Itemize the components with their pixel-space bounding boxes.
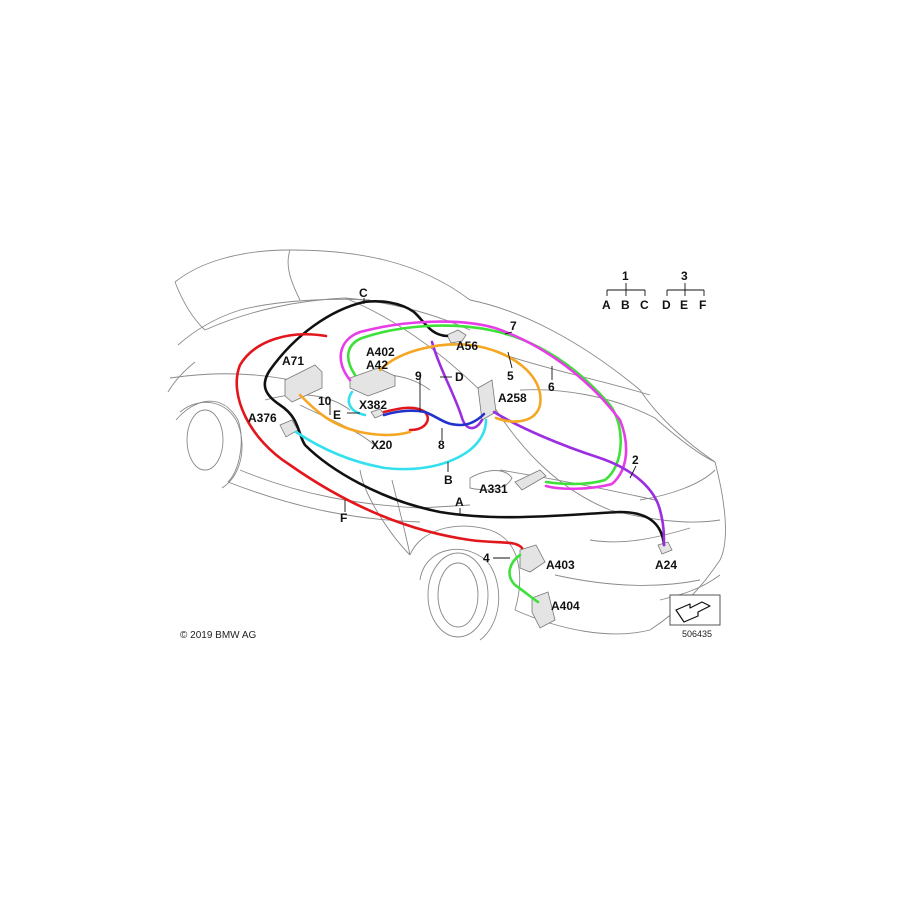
legend-child-d: D xyxy=(662,298,671,312)
wire-cyan xyxy=(294,418,488,471)
direction-arrow-icon xyxy=(675,601,711,623)
label-7: 7 xyxy=(510,319,517,333)
label-6: 6 xyxy=(548,380,555,394)
label-b: B xyxy=(444,473,453,487)
label-e: E xyxy=(333,408,341,422)
label-a258: A258 xyxy=(498,391,527,405)
wire-cyan-e xyxy=(347,390,367,417)
legend-child-a: A xyxy=(602,298,611,312)
wire-purple xyxy=(430,340,484,430)
label-a: A xyxy=(455,495,464,509)
component-a258 xyxy=(477,379,497,421)
wire-purple-2 xyxy=(492,410,666,547)
component-a403 xyxy=(519,544,546,573)
legend-child-f: F xyxy=(699,298,706,312)
label-x382: X382 xyxy=(359,398,387,412)
label-9: 9 xyxy=(415,369,422,383)
component-a42 xyxy=(349,367,396,397)
components xyxy=(279,329,673,629)
label-x20: X20 xyxy=(371,438,393,452)
component-a331 xyxy=(514,469,547,491)
label-a71: A71 xyxy=(282,354,304,368)
wire-black xyxy=(263,300,666,547)
label-a376: A376 xyxy=(248,411,277,425)
label-a331: A331 xyxy=(479,482,508,496)
label-c: C xyxy=(359,286,368,300)
copyright: © 2019 BMW AG xyxy=(180,630,257,641)
wire-red xyxy=(235,333,524,550)
component-a71 xyxy=(284,364,323,403)
label-4: 4 xyxy=(483,551,490,565)
wire-blue xyxy=(382,409,486,427)
label-8: 8 xyxy=(438,438,445,452)
wire-orange-5 xyxy=(378,343,542,423)
wire-black-top xyxy=(362,300,449,338)
orientation-box: 506435 xyxy=(669,594,721,639)
label-a42: A42 xyxy=(366,358,388,372)
label-f: F xyxy=(340,511,347,525)
label-5: 5 xyxy=(507,369,514,383)
label-2: 2 xyxy=(632,453,639,467)
label-d: D xyxy=(455,370,464,384)
legend: 1 A B C 3 D E F xyxy=(602,269,706,312)
wire-magenta xyxy=(339,320,628,491)
wire-orange-10 xyxy=(298,393,412,437)
label-a24: A24 xyxy=(655,558,677,572)
leader-lines xyxy=(329,298,637,559)
labels: C A71 A402 A42 A56 7 9 D 5 6 A258 10 X38… xyxy=(248,286,677,613)
diagram-number: 506435 xyxy=(682,629,712,639)
legend-child-c: C xyxy=(640,298,649,312)
label-a403: A403 xyxy=(546,558,575,572)
wire-green-4 xyxy=(508,553,540,604)
label-10: 10 xyxy=(318,394,332,408)
wires xyxy=(235,300,666,604)
legend-parent-1: 1 xyxy=(622,269,629,283)
label-a404: A404 xyxy=(551,599,580,613)
legend-parent-3: 3 xyxy=(681,269,688,283)
label-a56: A56 xyxy=(456,339,478,353)
legend-child-e: E xyxy=(680,298,688,312)
component-a56 xyxy=(446,329,467,344)
legend-child-b: B xyxy=(621,298,630,312)
label-a402: A402 xyxy=(366,345,395,359)
